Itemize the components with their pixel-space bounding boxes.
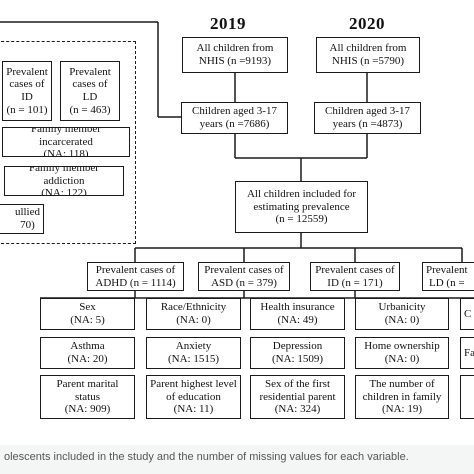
nhis-2020-box: All children from NHIS (n =5790): [316, 37, 420, 73]
variable-anxiety-box: Anxiety (NA: 1515): [146, 337, 241, 369]
prevalent-ld-box: Prevalent LD (n =: [422, 262, 474, 291]
variable-sex-box: Sex (NA: 5): [40, 298, 135, 330]
year-2019-label: 2019: [210, 14, 246, 33]
variable-education-box: Parent highest level of education (NA: 1…: [146, 375, 241, 419]
aged-2020-box: Children aged 3-17 years (n =4873): [314, 102, 421, 134]
variable-partial-empty-box: [460, 375, 474, 419]
prevalent-asd-box: Prevalent cases of ASD (n = 379): [198, 262, 290, 291]
incarcerated-box: Family member incarcerated (NA: 118): [2, 127, 130, 157]
variable-race-box: Race/Ethnicity (NA: 0): [146, 298, 241, 330]
prevalent-ld-left-box: Prevalent cases of LD (n = 463): [60, 61, 120, 121]
variable-partial-c-box: C: [460, 298, 474, 330]
variable-home-ownership-box: Home ownership (NA: 0): [355, 337, 449, 369]
variable-first-parent-box: Sex of the first residential parent (NA:…: [250, 375, 345, 419]
variable-urbanicity-box: Urbanicity (NA: 0): [355, 298, 449, 330]
addiction-box: Family member addiction (NA: 122): [4, 166, 124, 196]
excluded-variables-panel: [0, 41, 136, 244]
prevalent-id-left-box: Prevalent cases of ID (n = 101): [2, 61, 52, 121]
figure-caption: olescents included in the study and the …: [0, 445, 474, 474]
variable-children-family-box: The number of children in family (NA: 19…: [355, 375, 449, 419]
bullied-box: ullied 70): [0, 204, 44, 234]
prevalent-adhd-box: Prevalent cases of ADHD (n = 1114): [87, 262, 184, 291]
variable-partial-fa-box: Fa: [460, 337, 474, 369]
nhis-2019-box: All children from NHIS (n =9193): [182, 37, 288, 73]
variable-marital-box: Parent marital status (NA: 909): [40, 375, 135, 419]
prevalent-id-box: Prevalent cases of ID (n = 171): [310, 262, 400, 291]
all-included-box: All children included for estimating pre…: [235, 181, 368, 233]
variable-depression-box: Depression (NA: 1509): [250, 337, 345, 369]
variable-asthma-box: Asthma (NA: 20): [40, 337, 135, 369]
aged-2019-box: Children aged 3-17 years (n =7686): [181, 102, 288, 134]
year-2020-label: 2020: [349, 14, 385, 33]
variable-health-insurance-box: Health insurance (NA: 49): [250, 298, 345, 330]
